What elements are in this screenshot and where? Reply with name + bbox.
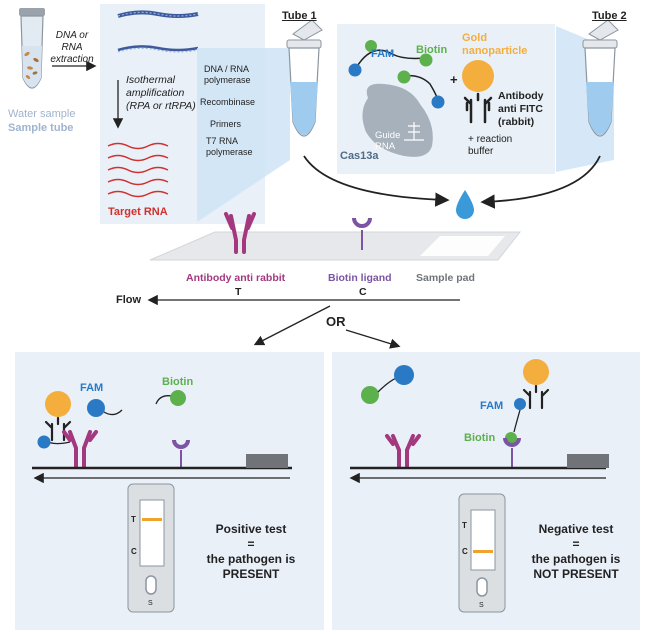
positive-free-biotin-probe [155,390,186,406]
negative-cassette [458,493,506,613]
gold-label: Gold nanoparticle [462,32,528,57]
positive-result: Positive test = the pathogen is PRESENT [196,522,306,582]
positive-biotin-ligand [172,439,190,468]
reagent-recombinase: Recombinase [200,97,256,107]
negative-result: Negative test = the pathogen is NOT PRES… [518,522,634,582]
positive-cassette [127,483,175,613]
antibody-fitc-icon [463,92,493,124]
negative-c-line [473,550,493,553]
antibody-anti-rabbit-label: Antibody anti rabbit [186,272,286,284]
positive-c-label: C [131,547,137,556]
strip-t-label: T [235,286,242,298]
positive-t-line [142,518,162,521]
positive-result-line2: the pathogen is [206,552,296,566]
water-sample-label: Water sample [8,108,76,120]
biotin-ligand-icon [352,217,372,250]
cas13a-icon [362,83,433,157]
guide-rna-label: Guide RNA [375,130,401,152]
tube1-icon [286,19,323,137]
reagent-primers: Primers [210,119,241,129]
negative-result-title: Negative test [538,522,614,536]
tube2-fam-label: FAM [371,48,395,60]
negative-free-probe [361,365,414,404]
sample-tube-label: Sample tube [8,122,74,134]
negative-biotin-ligand [503,437,521,468]
negative-fam-label: FAM [480,400,504,412]
flow-label: Flow [116,294,142,306]
positive-result-title: Positive test [215,522,287,536]
negative-gold-antibody [505,359,550,444]
cas13a-label: Cas13a [340,150,379,162]
antibody-anti-rabbit-icon [224,212,256,254]
drop-icon [456,190,474,219]
positive-antibody-anti-rabbit [62,430,98,468]
positive-t-label: T [131,515,136,524]
negative-result-line3: NOT PRESENT [533,567,619,581]
biotin-ligand-label: Biotin ligand [328,272,392,284]
negative-biotin-label: Biotin [464,432,496,444]
reagent-t7: T7 RNA polymerase [206,136,253,157]
tube1-title: Tube 1 [282,10,317,22]
tube1-funnel [197,48,290,222]
negative-c-label: C [462,547,468,556]
reaction-buffer-label: + reaction buffer [468,134,513,157]
or-label: OR [326,314,346,329]
negative-t-label: T [462,521,467,530]
positive-complex [37,391,123,449]
target-rna-label: Target RNA [108,206,168,218]
sample-pad-label: Sample pad [416,272,475,284]
tube2-biotin-label: Biotin [416,44,448,56]
extraction-label: DNA or RNA extraction [50,30,94,65]
sample-tube-icon [19,8,45,89]
negative-s-label: S [479,602,484,609]
plus-sign: + [450,72,458,87]
amplification-label: Isothermal amplification (RPA or rtRPA) [126,74,196,112]
positive-sample-pad [246,454,288,468]
reagent-polymerase: DNA / RNA polymerase [204,64,251,85]
positive-fam-label: FAM [80,382,104,394]
negative-antibody-anti-rabbit [385,434,421,468]
tube2-icon [582,19,619,137]
strip-c-label: C [359,286,367,298]
dna-icon [117,10,199,53]
negative-result-line2: the pathogen is [531,552,621,566]
negative-result-equals: = [572,537,580,551]
reporter-probe [348,40,445,109]
positive-result-equals: = [247,537,255,551]
positive-result-line3: PRESENT [222,567,280,581]
negative-sample-pad [567,454,609,468]
positive-biotin-label: Biotin [162,376,194,388]
positive-s-label: S [148,600,153,607]
target-rna-icon [107,142,169,198]
gold-nanoparticle-icon [462,60,494,92]
tube2-title: Tube 2 [592,10,627,22]
antibody-fitc-label: Antibody anti FITC (rabbit) [498,90,544,128]
